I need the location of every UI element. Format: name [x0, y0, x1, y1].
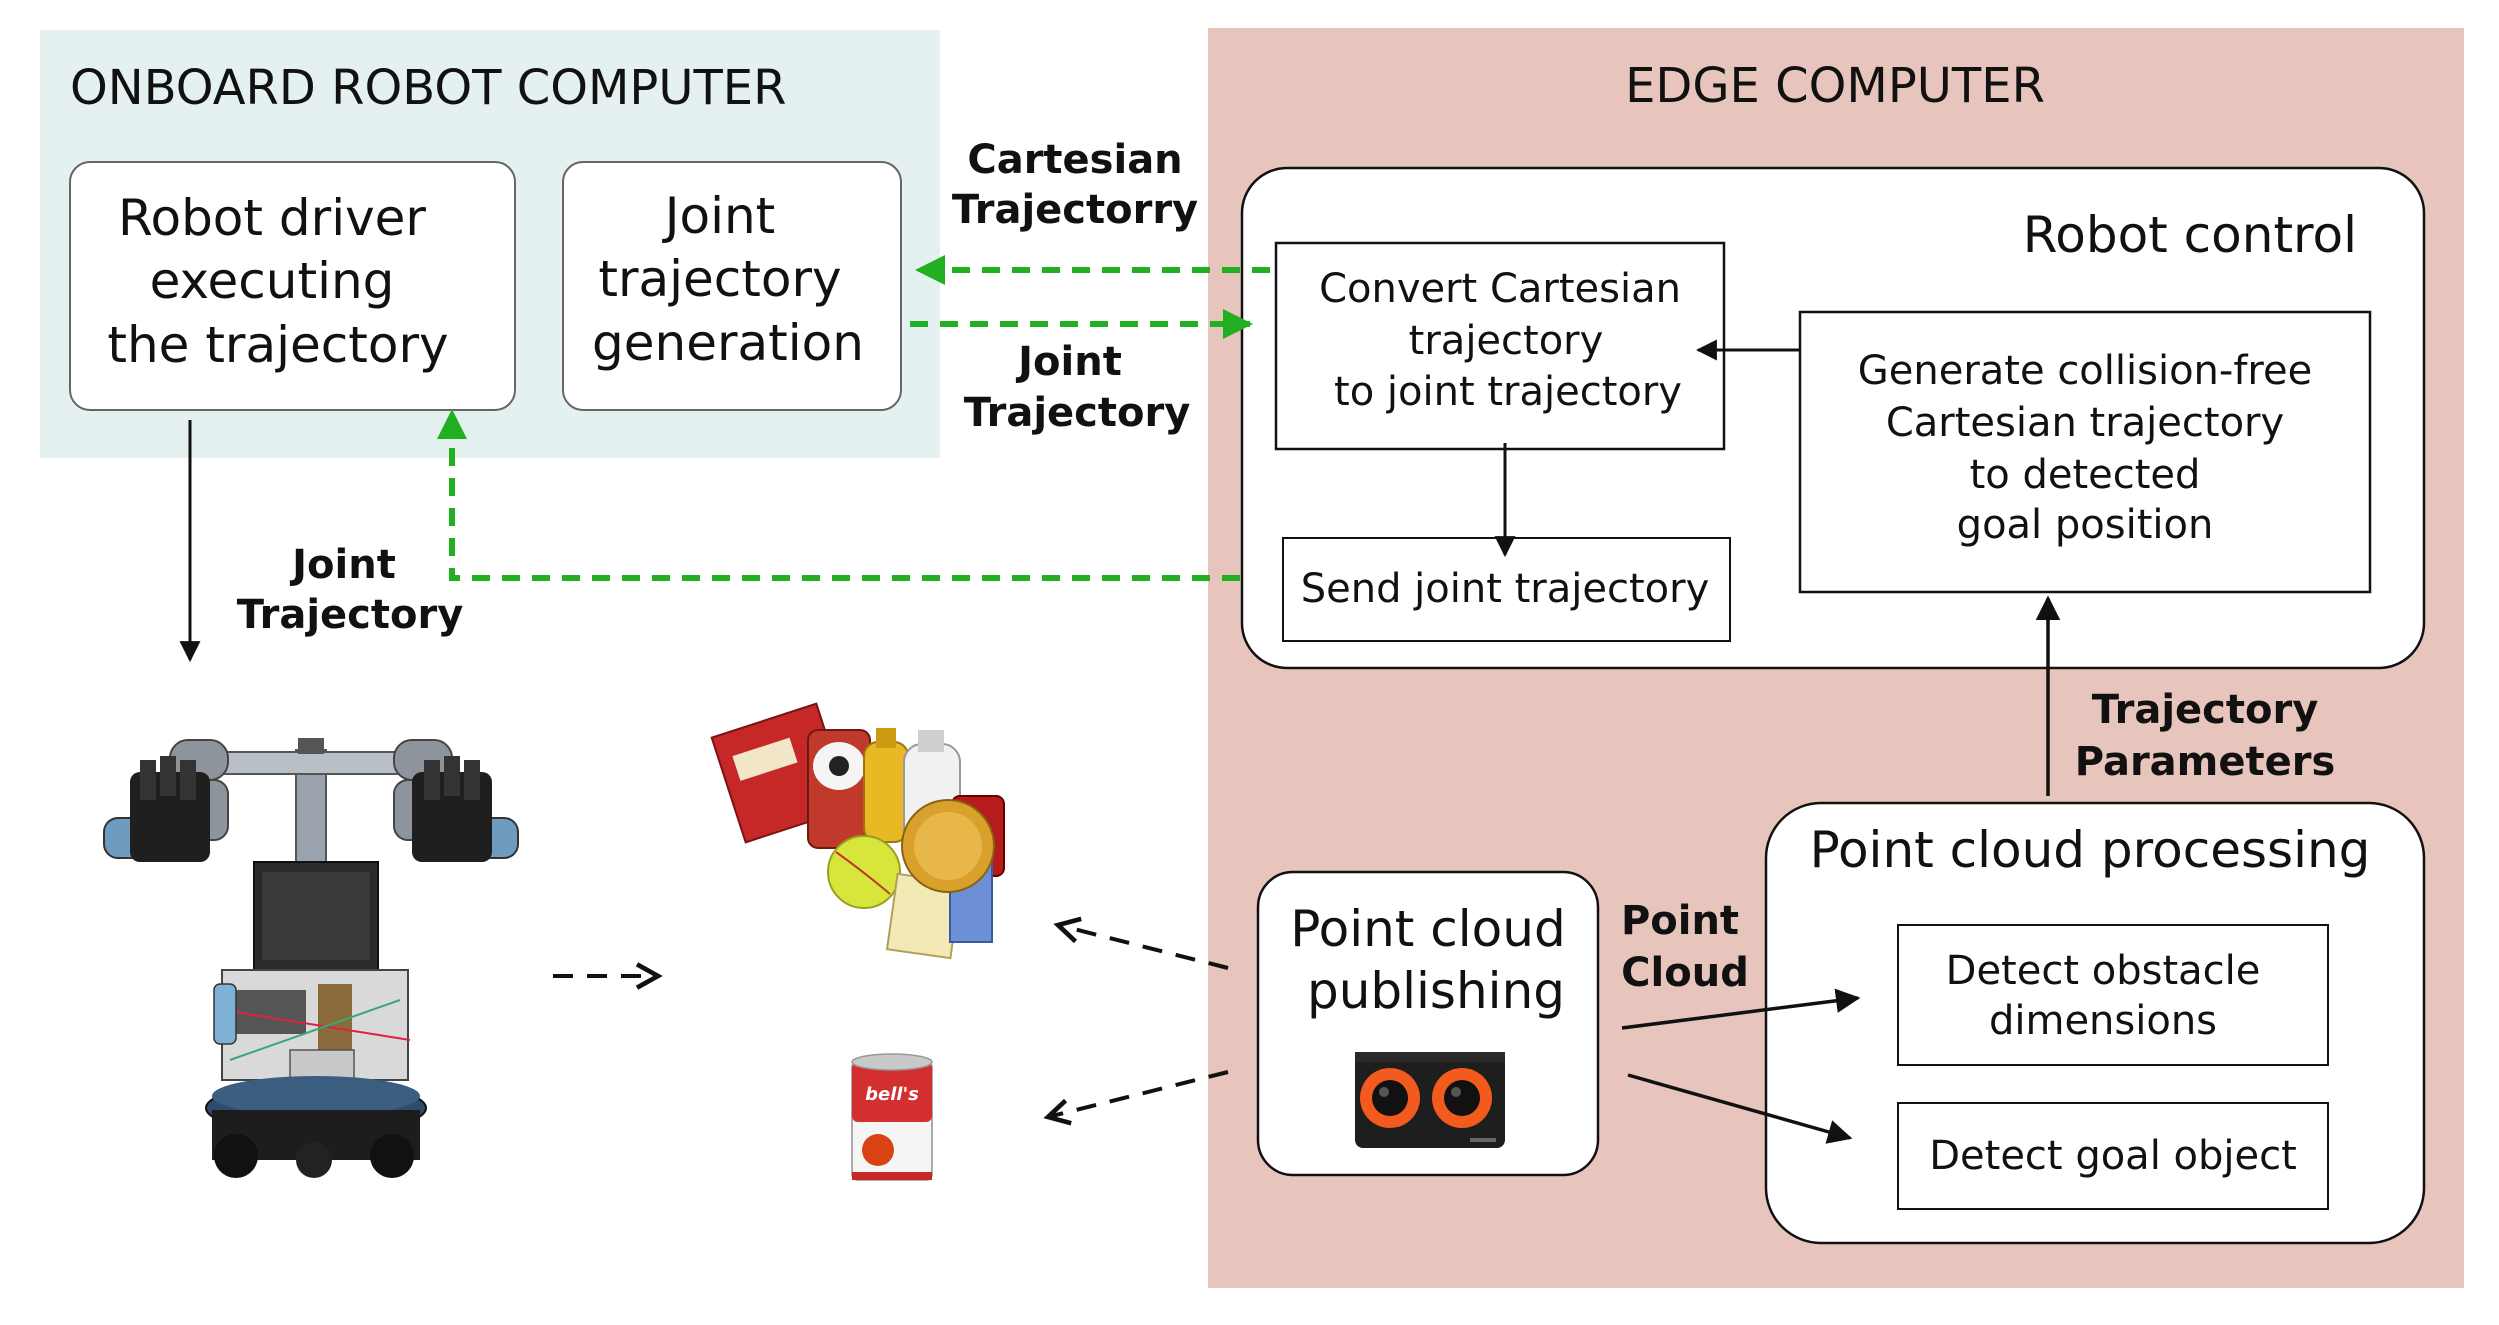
robot-driver-line-1: Robot driver: [118, 189, 426, 247]
generate-trajectory-box: Generate collision-free Cartesian trajec…: [1798, 310, 2372, 594]
trajectory-parameters-label-2: Parameters: [2075, 739, 2336, 785]
joint-trajectory-top-label-1: Joint: [1015, 339, 1122, 385]
robot-driver-line-3: the trajectory: [107, 316, 448, 374]
joint-gen-line-2: trajectory: [598, 250, 841, 308]
edge-title: EDGE COMPUTER: [1625, 58, 2045, 114]
trajectory-parameters-label-1: Trajectory: [2092, 687, 2319, 733]
robot-driver-line-2: executing: [150, 252, 395, 310]
goal-object-label: Detect goal object: [1929, 1133, 2297, 1179]
publishing-line-2: publishing: [1307, 962, 1565, 1020]
convert-line-3: to joint trajectory: [1334, 369, 1682, 415]
send-joint-trajectory-box: Send joint trajectory: [1282, 537, 1731, 642]
convert-line-2: trajectory: [1409, 318, 1604, 364]
detect-obstacle-box: Detect obstacle dimensions: [1897, 924, 2329, 1066]
soup-can-label: bell's: [865, 1084, 919, 1105]
point-cloud-label-1: Point: [1621, 898, 1739, 944]
convert-line-1: Convert Cartesian: [1319, 266, 1681, 312]
send-joint-trajectory-label: Send joint trajectory: [1301, 566, 1710, 612]
camera-to-objects-arrow: [1058, 925, 1229, 970]
robot-image: [103, 738, 519, 1178]
joint-gen-line-3: generation: [592, 314, 864, 372]
joint-trajectory-arrow-feedback: [437, 409, 1240, 581]
camera-to-can-arrow: [1048, 1070, 1229, 1117]
soup-can-image: bell's: [851, 1053, 933, 1181]
point-cloud-publishing-box: Point cloud publishing: [1256, 870, 1600, 1177]
robot-control-title: Robot control: [2023, 206, 2357, 264]
publishing-line-1: Point cloud: [1290, 900, 1565, 958]
obstacle-line-1: Detect obstacle: [1946, 948, 2261, 994]
cloud-to-goal-arrow: [1627, 1073, 1853, 1144]
cartesian-trajectory-label-2: Trajectorry: [952, 187, 1198, 233]
stereo-camera-image: [1355, 1052, 1505, 1148]
convert-trajectory-box: Convert Cartesian trajectory to joint tr…: [1274, 241, 1726, 451]
joint-trajectory-generation-box: Joint trajectory generation: [562, 161, 902, 411]
generate-line-2: Cartesian trajectory: [1886, 400, 2284, 446]
cloud-to-obstacle-arrow: [1621, 988, 1861, 1030]
onboard-title: ONBOARD ROBOT COMPUTER: [70, 60, 786, 116]
joint-trajectory-left-label-1: Joint: [289, 542, 396, 588]
ycb-objects-image: [710, 702, 1005, 960]
point-cloud-label-2: Cloud: [1621, 950, 1749, 996]
generate-line-1: Generate collision-free: [1858, 348, 2312, 394]
generate-line-3: to detected: [1970, 452, 2201, 498]
cartesian-trajectory-label-1: Cartesian: [967, 137, 1182, 183]
generate-line-4: goal position: [1957, 502, 2214, 548]
detect-goal-object-box: Detect goal object: [1897, 1102, 2329, 1210]
robot-driver-box: Robot driver executing the trajectory: [69, 161, 516, 411]
obstacle-line-2: dimensions: [1989, 998, 2217, 1044]
processing-title: Point cloud processing: [1810, 821, 2371, 879]
joint-gen-line-1: Joint: [662, 187, 776, 245]
joint-trajectory-top-label-2: Trajectory: [964, 390, 1191, 436]
joint-trajectory-left-label-2: Trajectory: [237, 592, 464, 638]
